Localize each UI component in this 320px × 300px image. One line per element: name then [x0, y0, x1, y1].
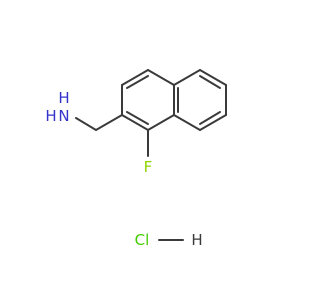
bond: [199, 114, 227, 131]
bond: [95, 114, 123, 131]
amine-hydrogen2-label: H: [45, 107, 56, 125]
chlorine-label: Cl: [135, 231, 150, 249]
bond: [126, 75, 149, 89]
structure-diagram: H N H F Cl H: [45, 69, 227, 249]
bond: [173, 69, 201, 86]
amine-nitrogen-label: N: [58, 107, 69, 125]
bond: [121, 69, 149, 86]
bond: [147, 114, 175, 131]
bond: [199, 111, 221, 125]
bond: [147, 69, 175, 86]
hcl-hydrogen-label: H: [191, 231, 202, 249]
amine-hydrogen-label: H: [58, 89, 69, 107]
fluorine-label: F: [144, 158, 153, 176]
molecule-canvas: H N H F Cl H: [45, 69, 227, 249]
bond: [199, 75, 221, 89]
bond: [199, 69, 227, 86]
bond: [173, 114, 201, 131]
bond-layer: [75, 69, 227, 241]
atom-label-layer: H N H F Cl H: [45, 89, 202, 249]
bond: [121, 114, 149, 131]
bond: [75, 117, 97, 131]
bond: [126, 111, 149, 125]
